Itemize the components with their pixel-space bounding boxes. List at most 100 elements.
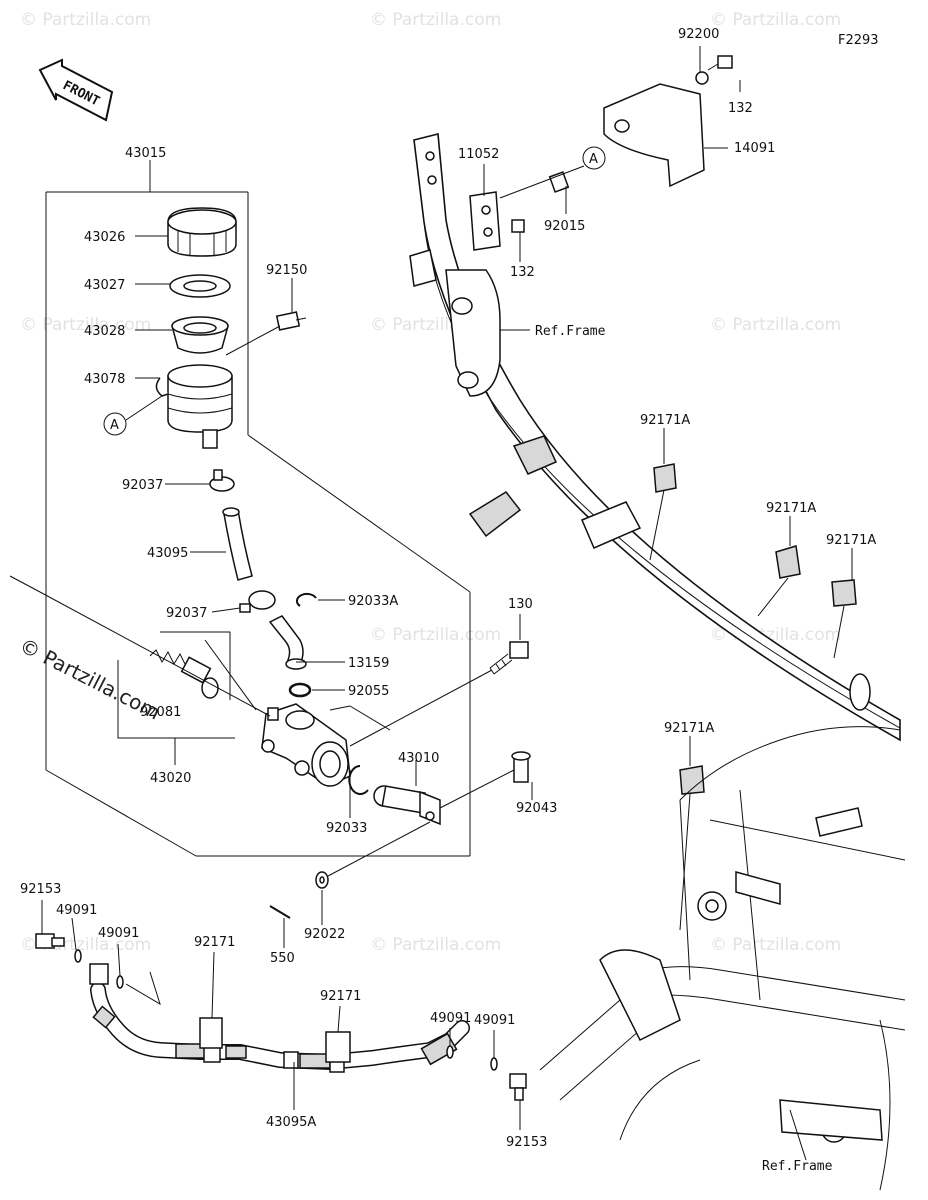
washer-49091-d [490, 1057, 498, 1071]
watermark: © Partzilla.com [710, 935, 841, 955]
washer-49091-a [74, 949, 82, 963]
clamp-92171A-1 [653, 463, 677, 493]
label-92153-right: 92153 [506, 1135, 547, 1150]
diagram-code: F2293 [838, 33, 879, 48]
bottom-leaders [41, 900, 521, 1130]
master-cylinder-body [261, 703, 351, 787]
label-92171A-2: 92171A [766, 501, 816, 516]
watermark: © Partzilla.com [20, 10, 151, 30]
cotter-pin-550 [269, 905, 291, 919]
label-14091: 14091 [734, 141, 775, 156]
clamp-92037-upper [209, 469, 235, 492]
label-92043: 92043 [516, 801, 557, 816]
bolt-92150 [275, 311, 307, 331]
bracket-11052 [469, 191, 501, 251]
clamp-92037-lower [239, 590, 276, 613]
watermark: © Partzilla.com [370, 10, 501, 30]
o-ring-92055 [288, 682, 312, 698]
label-92022: 92022 [304, 927, 345, 942]
elbow-fitting-13159 [268, 615, 307, 670]
label-49091-a: 49091 [56, 903, 97, 918]
watermark: © Partzilla.com [710, 315, 841, 335]
callout-letter: A [110, 418, 119, 433]
label-132-top: 132 [728, 101, 753, 116]
label-11052: 11052 [458, 147, 499, 162]
label-92171-a: 92171 [194, 935, 235, 950]
clamp-92171A-4 [679, 765, 705, 795]
diaphragm-plate-43027 [169, 274, 231, 298]
label-92153-left: 92153 [20, 882, 61, 897]
label-92015: 92015 [544, 219, 585, 234]
label-92150: 92150 [266, 263, 307, 278]
label-130: 130 [508, 597, 533, 612]
watermark: © Partzilla.com [370, 935, 501, 955]
label-92171A-3: 92171A [826, 533, 876, 548]
hose-43095 [222, 507, 253, 581]
watermark: © Partzilla.com [710, 10, 841, 30]
label-92171A-1: 92171A [640, 413, 690, 428]
bracket-14091 [603, 83, 705, 188]
bolt-132-mid [511, 219, 525, 233]
label-13159: 13159 [348, 656, 389, 671]
clamp-92171-b [325, 1031, 351, 1063]
reservoir-cap-43026 [167, 207, 237, 257]
pin-92043 [511, 751, 531, 783]
label-43095A: 43095A [266, 1115, 316, 1130]
label-43095: 43095 [147, 546, 188, 561]
clamp-92171A-3 [831, 579, 857, 607]
label-43027: 43027 [84, 278, 125, 293]
circlip-92033A [295, 593, 317, 607]
bolt-130 [489, 641, 529, 675]
watermark: © Partzilla.com [20, 315, 151, 335]
banjo-bolt-92153-left [35, 933, 65, 949]
label-92200: 92200 [678, 27, 719, 42]
label-132-mid: 132 [510, 265, 535, 280]
circlip-92033 [348, 765, 369, 795]
diaphragm-43028 [171, 316, 229, 354]
label-43015: 43015 [125, 146, 166, 161]
callout-a-right: A [499, 146, 606, 199]
label-92037-upper: 92037 [122, 478, 163, 493]
label-92081: 92081 [140, 705, 181, 720]
label-49091-c: 49091 [430, 1011, 471, 1026]
label-92055: 92055 [348, 684, 389, 699]
label-43026: 43026 [84, 230, 125, 245]
label-49091-d: 49091 [474, 1013, 515, 1028]
washer-92200 [695, 71, 709, 85]
label-550: 550 [270, 951, 295, 966]
label-43020: 43020 [150, 771, 191, 786]
callout-letter: A [589, 152, 598, 167]
clamp-92171-a [199, 1017, 223, 1049]
label-43078: 43078 [84, 372, 125, 387]
front-arrow: FRONT [38, 58, 114, 122]
callout-a-left: A [103, 395, 163, 436]
clamp-92171A-2 [775, 545, 801, 579]
right-leaders [483, 46, 853, 1161]
label-43028: 43028 [84, 324, 125, 339]
part-labels: 43015 43026 43027 43028 43078 92150 9203… [20, 27, 876, 1174]
frame-upper [409, 132, 901, 742]
label-92033: 92033 [326, 821, 367, 836]
watermark: © Partzilla.com [370, 625, 501, 645]
clevis-43010 [373, 785, 441, 826]
reservoir-43078 [155, 364, 233, 449]
label-ref-frame-upper: Ref.Frame [535, 324, 606, 339]
bolt-132-top [707, 55, 733, 71]
leader-lines [9, 160, 533, 948]
washer-49091-c [446, 1045, 454, 1059]
frame-lower [539, 726, 906, 1191]
label-92171A-4: 92171A [664, 721, 714, 736]
label-49091-b: 49091 [98, 926, 139, 941]
washer-92022 [315, 871, 329, 889]
label-43010: 43010 [398, 751, 439, 766]
label-92037-lower: 92037 [166, 606, 207, 621]
brake-hose-43095A [89, 963, 470, 1073]
label-92171-b: 92171 [320, 989, 361, 1004]
washer-49091-b [116, 975, 124, 989]
banjo-bolt-92153-right [509, 1073, 527, 1101]
label-ref-frame-lower: Ref.Frame [762, 1159, 833, 1174]
group-bracket-43015 [45, 170, 471, 857]
piston-assembly-92081 [149, 649, 219, 699]
